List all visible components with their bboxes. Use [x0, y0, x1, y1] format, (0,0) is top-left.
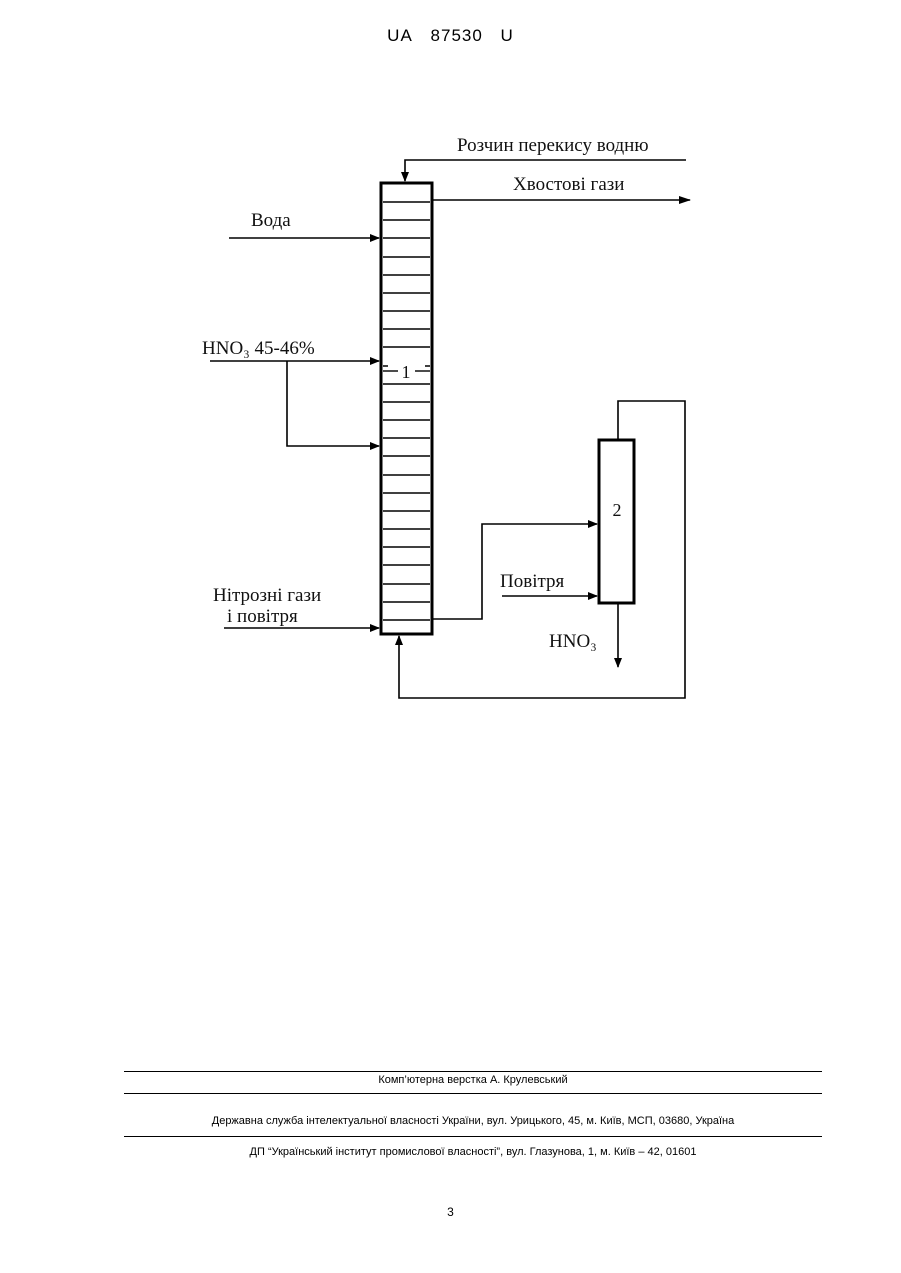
footer-layout: Комп’ютерна верстка А. Крулевський	[124, 1074, 822, 1086]
air-label: Повітря	[500, 571, 565, 592]
peroxide-label: Розчин перекису водню	[457, 135, 649, 156]
process-diagram: 1 2 Розчин перекису водню Хвостові гази …	[0, 0, 901, 760]
nitrous-gases-label-line2: і повітря	[227, 606, 298, 627]
column-1: 1	[381, 183, 432, 634]
column-1-label: 1	[402, 362, 411, 382]
recycle-line	[399, 401, 685, 698]
nitric-acid-feed-line	[210, 361, 379, 446]
nitrous-gases-label-line1: Нітрозні гази	[213, 585, 321, 606]
footer-service: Державна служба інтелектуальної власност…	[124, 1115, 822, 1127]
water-label: Вода	[251, 210, 291, 231]
footer-rule-bottom	[124, 1136, 822, 1137]
footer-rule-top	[124, 1071, 822, 1072]
footer-institute: ДП “Український інститут промислової вла…	[124, 1146, 822, 1158]
footer-rule-middle	[124, 1093, 822, 1094]
nitric-acid-label: HNO₃ 45-46%	[202, 338, 315, 359]
product-acid-label: HNO₃	[549, 631, 597, 652]
column-2: 2	[599, 440, 634, 603]
tail-gases-label: Хвостові гази	[513, 174, 624, 195]
column-2-label: 2	[613, 500, 622, 520]
page-number: 3	[0, 1205, 901, 1219]
